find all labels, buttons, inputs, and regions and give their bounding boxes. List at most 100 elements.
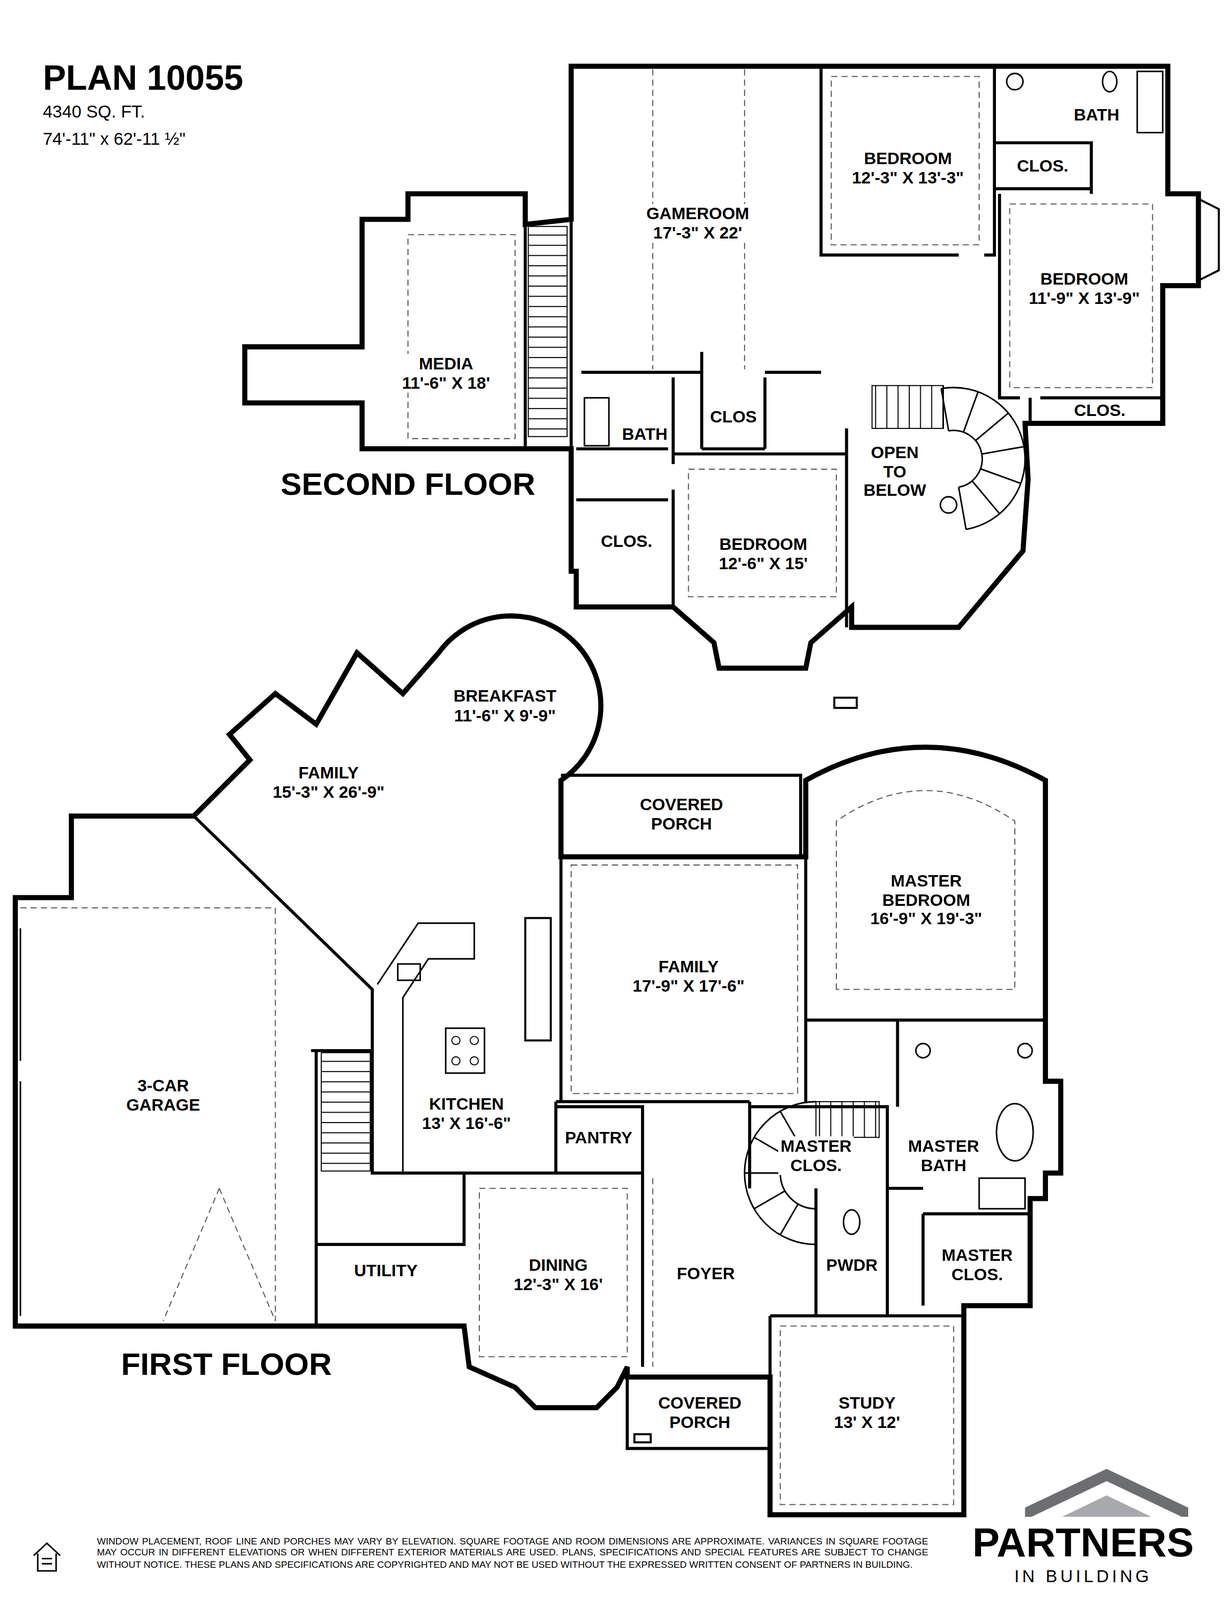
room-label: CLOS. (1014, 155, 1071, 176)
room-name: OPEN TO BELOW (861, 442, 929, 501)
fireplace (525, 918, 551, 1041)
room-label: GAMEROOM17'-3" X 22' (643, 204, 752, 243)
room-label: BREAKFAST11'-6" X 9'-9" (451, 686, 559, 726)
room-label: COVERED PORCH (655, 1393, 744, 1432)
kitchen-island (445, 1028, 485, 1074)
room-label: CLOS. (598, 530, 655, 551)
company-logo (1025, 1468, 1189, 1521)
room-name: CLOS. (1071, 400, 1128, 420)
room-dimensions: 17'-9" X 17'-6" (630, 976, 748, 996)
room-name: CLOS (707, 406, 760, 426)
plan-area: 4340 SQ. FT. (42, 101, 146, 124)
room-name: PWDR (823, 1255, 880, 1275)
stair-treads (816, 1101, 880, 1138)
room-label: FOYER (674, 1263, 737, 1283)
room-name: BATH (1071, 104, 1122, 124)
room-dimensions: 11'-6" X 18' (399, 373, 493, 393)
room-name: MASTER CLOS. (778, 1136, 854, 1175)
room-label: 3-CAR GARAGE (115, 1076, 211, 1115)
room-dimensions: 15'-3" X 26'-9" (270, 782, 387, 802)
room-dimensions: 11'-6" X 9'-9" (451, 705, 559, 726)
interior-wall (193, 816, 1046, 1378)
plan-size: 74'-11" x 62'-11 ½" (42, 128, 186, 152)
room-label: BEDROOM11'-9" X 13'-9" (1026, 269, 1142, 308)
stair-treads (872, 385, 944, 429)
stair-scroll (940, 496, 957, 514)
room-name: GAMEROOM (643, 204, 752, 224)
room-label: MASTER BATH (905, 1136, 982, 1175)
room-label: OPEN TO BELOW (861, 442, 929, 501)
shower (979, 1177, 1026, 1209)
kitchen-counter (377, 923, 474, 1173)
equal-housing-logo (33, 1543, 60, 1572)
kitchen-sink (397, 963, 420, 981)
room-name: FAMILY (270, 762, 387, 783)
vent-mark (834, 697, 857, 708)
cooktop (451, 1036, 460, 1045)
walls (15, 66, 1220, 1572)
room-name: KITCHEN (419, 1094, 514, 1114)
room-name: MASTER BATH (906, 1136, 982, 1175)
stair-treads (528, 226, 568, 437)
room-label: BEDROOM12'-3" X 13'-3" (849, 148, 967, 188)
sink (915, 1043, 931, 1058)
room-dimensions: 12'-6" X 15' (716, 553, 811, 574)
room-dimensions: 12'-3" X 16' (511, 1275, 605, 1295)
room-dimensions: 11'-9" X 13'-9" (1026, 288, 1142, 308)
bathtub (1137, 71, 1163, 133)
vent-mark (634, 1434, 651, 1443)
ceiling-line (408, 69, 1153, 597)
exterior-wall (15, 615, 1061, 1515)
room-name: BEDROOM (716, 534, 811, 554)
bathtub (996, 1103, 1034, 1161)
bay-window (1198, 198, 1219, 281)
room-name: DINING (511, 1255, 605, 1276)
plan-title: PLAN 10055 (42, 56, 244, 100)
room-name: MASTER CLOS. (939, 1245, 1015, 1285)
floor-label: SECOND FLOOR (280, 464, 536, 505)
brand-name: PARTNERS (972, 1516, 1195, 1568)
interior-wall (525, 66, 1164, 628)
ceiling-line (20, 790, 1015, 1505)
room-label: BATH (1071, 104, 1122, 124)
porch-outline (561, 775, 801, 1449)
room-name: 3-CAR GARAGE (115, 1076, 211, 1115)
spiral-stair (940, 387, 1025, 530)
room-dimensions: 13' X 12' (831, 1412, 903, 1432)
room-label: PWDR (823, 1255, 880, 1275)
room-label: CLOS. (1071, 400, 1128, 420)
room-name: BREAKFAST (451, 686, 559, 706)
room-dimensions: 17'-3" X 22' (643, 223, 752, 243)
room-label: BEDROOM12'-6" X 15' (716, 534, 811, 574)
bathtub (584, 397, 609, 446)
room-name: FAMILY (630, 956, 748, 977)
room-label: CLOS (707, 406, 760, 426)
stair-treads (321, 1052, 371, 1171)
sink (1017, 1043, 1033, 1058)
room-label: MASTER CLOS. (939, 1245, 1015, 1285)
room-label: FAMILY17'-9" X 17'-6" (630, 956, 748, 996)
room-name: BATH (619, 423, 670, 444)
room-dimensions: 16'-9" X 19'-3" (868, 909, 985, 929)
room-name: CLOS. (598, 530, 655, 551)
room-label: STUDY13' X 12' (831, 1393, 903, 1432)
cooktop (469, 1056, 478, 1065)
room-name: COVERED PORCH (638, 794, 726, 834)
room-dimensions: 12'-3" X 13'-3" (849, 168, 967, 188)
room-label: MEDIA11'-6" X 18' (399, 353, 493, 393)
exterior-wall (244, 66, 1199, 669)
room-name: BEDROOM (1026, 269, 1142, 289)
room-name: PANTRY (563, 1127, 635, 1147)
room-name: FOYER (674, 1263, 737, 1283)
room-label: BATH (619, 423, 670, 444)
company-logo (1055, 1495, 1158, 1520)
room-name: CLOS. (1014, 155, 1071, 176)
room-name: BEDROOM (849, 148, 967, 169)
room-name: COVERED PORCH (656, 1393, 744, 1432)
toilet (843, 1209, 860, 1234)
cooktop (451, 1056, 460, 1065)
floor-label: FIRST FLOOR (120, 1344, 333, 1385)
room-dimensions: 13' X 16'-6" (419, 1113, 514, 1134)
room-name: STUDY (831, 1393, 903, 1413)
